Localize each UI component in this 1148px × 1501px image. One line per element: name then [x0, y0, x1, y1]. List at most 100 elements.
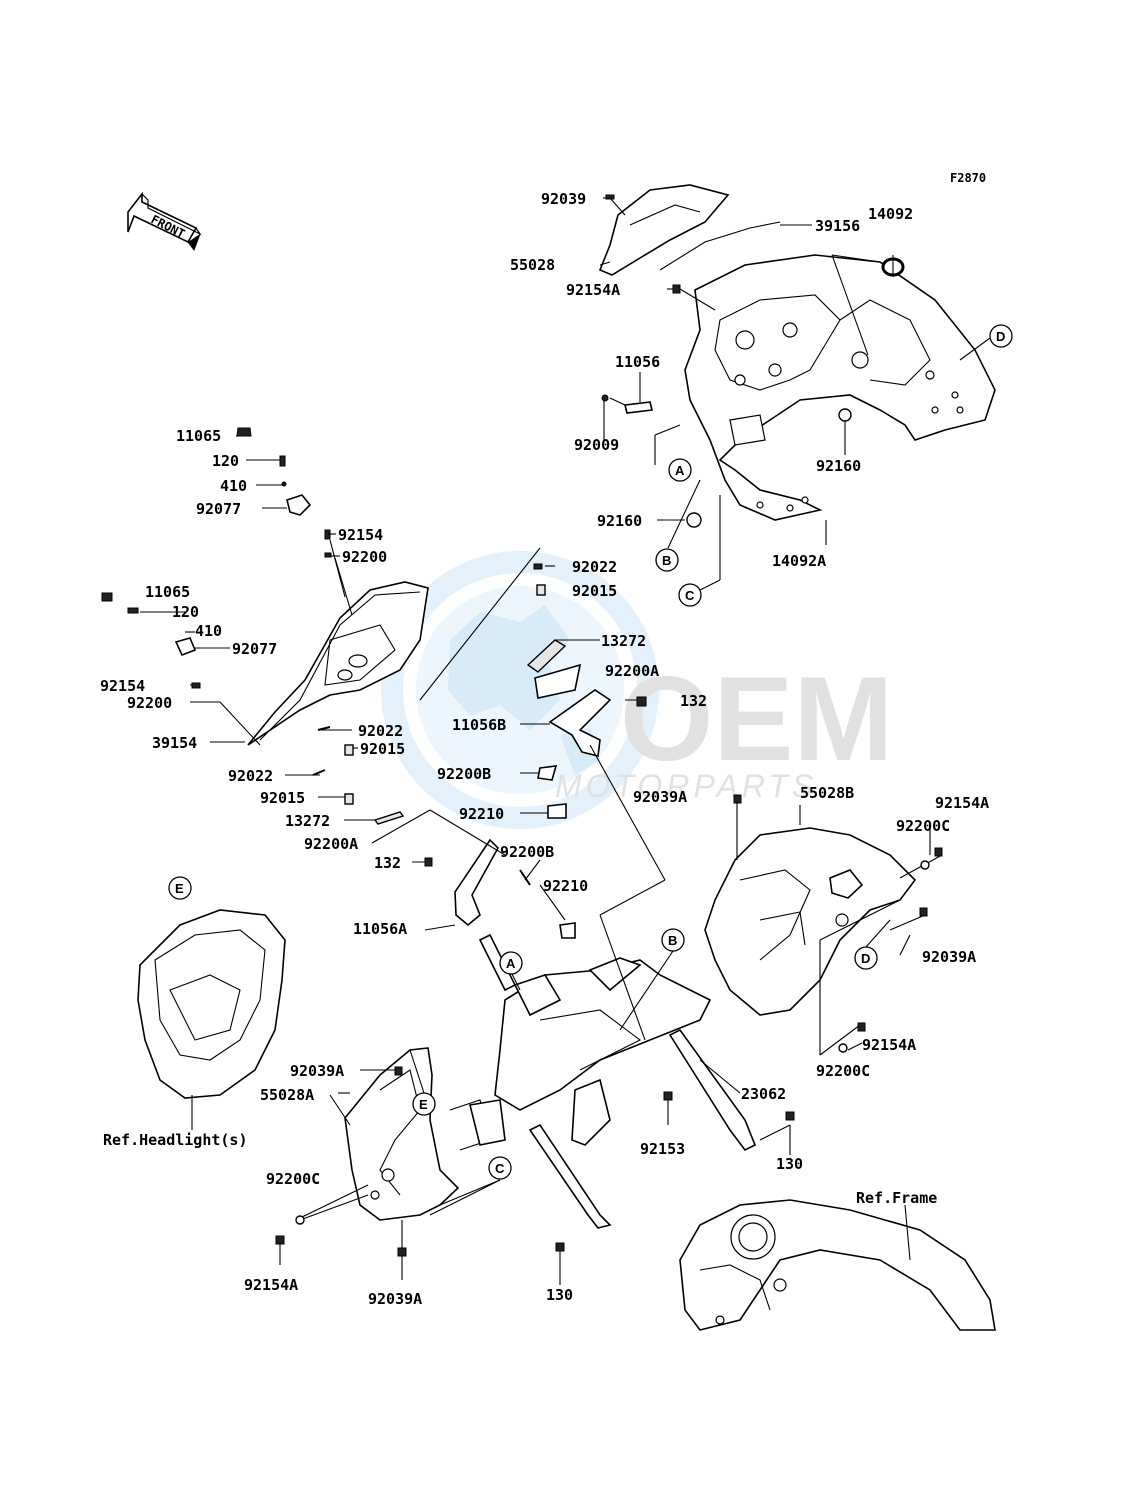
part-label: 120	[212, 452, 239, 470]
part-label: 55028A	[260, 1086, 314, 1104]
stay-rod-23062	[668, 1028, 757, 1152]
part-label: 92154A	[862, 1036, 916, 1054]
circle-marker-D-mid: D	[854, 946, 878, 970]
svg-text:D: D	[996, 329, 1005, 344]
side-cover-55028A	[344, 1047, 460, 1221]
part-label: 92039A	[633, 788, 687, 806]
part-label: 92200	[342, 548, 387, 566]
bracket-11056A	[454, 838, 499, 927]
part-label: 11056A	[353, 920, 407, 938]
part-label: 92210	[459, 805, 504, 823]
bolt-set-windshield	[101, 427, 332, 657]
ref-frame-label: Ref.Frame	[856, 1189, 937, 1207]
part-label: 120	[172, 603, 199, 621]
part-label: 92154A	[566, 281, 620, 299]
part-label: 92160	[597, 512, 642, 530]
part-label: 92039	[541, 190, 586, 208]
part-label: 92022	[228, 767, 273, 785]
diagram-code: F2870	[950, 171, 986, 185]
svg-text:C: C	[685, 588, 695, 603]
part-label: 92153	[640, 1140, 685, 1158]
part-label: 132	[680, 692, 707, 710]
circle-marker-B-mid: B	[661, 928, 685, 952]
rubber-92200A-upper	[534, 663, 582, 699]
part-labels: 92039 39156 14092 55028 92154A 11056 920…	[100, 190, 989, 1308]
bracket-13272-upper	[526, 639, 567, 673]
part-label: 92154A	[244, 1276, 298, 1294]
part-label: 13272	[601, 632, 646, 650]
part-label: 11065	[145, 583, 190, 601]
stay-rod-upper	[478, 933, 517, 992]
stay-rod-lower	[528, 1123, 612, 1229]
part-label: 11065	[176, 427, 221, 445]
svg-text:A: A	[675, 463, 685, 478]
part-label: 410	[195, 622, 222, 640]
part-label: 92200A	[605, 662, 659, 680]
svg-text:B: B	[662, 553, 671, 568]
part-label: 92039A	[922, 948, 976, 966]
front-arrow: FRONT	[127, 191, 202, 252]
headlight-ref-part	[137, 909, 286, 1099]
side-cover-55028B	[704, 827, 917, 1016]
circle-marker-A-mid: A	[499, 951, 523, 975]
svg-text:D: D	[861, 951, 870, 966]
part-label: 92200C	[266, 1170, 320, 1188]
part-label: 92200A	[304, 835, 358, 853]
part-label: 92022	[572, 558, 617, 576]
part-label: 130	[546, 1286, 573, 1304]
circle-marker-D-top: D	[989, 324, 1013, 348]
part-label: 92039A	[368, 1290, 422, 1308]
part-label: 92200B	[500, 843, 554, 861]
part-label: 92200C	[816, 1062, 870, 1080]
svg-text:A: A	[506, 956, 516, 971]
circle-marker-E-mid: E	[412, 1092, 436, 1116]
watermark-main: OEM	[620, 652, 893, 786]
part-label: 11056	[615, 353, 660, 371]
circle-marker-A-top: A	[668, 458, 692, 482]
part-label: 92154	[338, 526, 383, 544]
part-label: 23062	[741, 1085, 786, 1103]
part-label: 92154A	[935, 794, 989, 812]
seal-strip	[659, 221, 781, 271]
circle-marker-C-mid: C	[488, 1156, 512, 1180]
svg-text:E: E	[175, 881, 184, 896]
bracket-11056B	[548, 689, 612, 757]
part-label: 92077	[196, 500, 241, 518]
inner-cowl-part	[684, 254, 996, 521]
part-label: 92200	[127, 694, 172, 712]
circle-marker-B-top: B	[655, 548, 679, 572]
part-label: 14092A	[772, 552, 826, 570]
part-label: 92154	[100, 677, 145, 695]
svg-text:C: C	[495, 1161, 505, 1176]
part-label: 92039A	[290, 1062, 344, 1080]
circle-marker-E-headlight: E	[168, 876, 192, 900]
watermark: OEM MOTORPARTS	[381, 551, 893, 829]
upper-trim-part	[598, 184, 730, 276]
part-label: 39154	[152, 734, 197, 752]
part-label: 92022	[358, 722, 403, 740]
center-stay-part	[449, 957, 712, 1151]
part-label: 55028B	[800, 784, 854, 802]
svg-text:B: B	[668, 933, 677, 948]
part-label: 92160	[816, 457, 861, 475]
part-label: 55028	[510, 256, 555, 274]
hardware	[191, 194, 943, 1257]
part-label: 92015	[260, 789, 305, 807]
part-label: 410	[220, 477, 247, 495]
part-label: 92200B	[437, 765, 491, 783]
part-label: 132	[374, 854, 401, 872]
part-label: 92015	[572, 582, 617, 600]
part-label: 13272	[285, 812, 330, 830]
part-label: 11056B	[452, 716, 506, 734]
part-label: 92210	[543, 877, 588, 895]
part-label: 14092	[868, 205, 913, 223]
part-label: 92015	[360, 740, 405, 758]
circle-marker-C-top: C	[678, 583, 702, 607]
part-label: 39156	[815, 217, 860, 235]
clip-11056	[624, 401, 653, 414]
ref-headlight-label: Ref.Headlight(s)	[103, 1131, 248, 1149]
part-label: 92200C	[896, 817, 950, 835]
windshield-part	[247, 581, 429, 746]
watermark-sub: MOTORPARTS	[555, 768, 817, 804]
